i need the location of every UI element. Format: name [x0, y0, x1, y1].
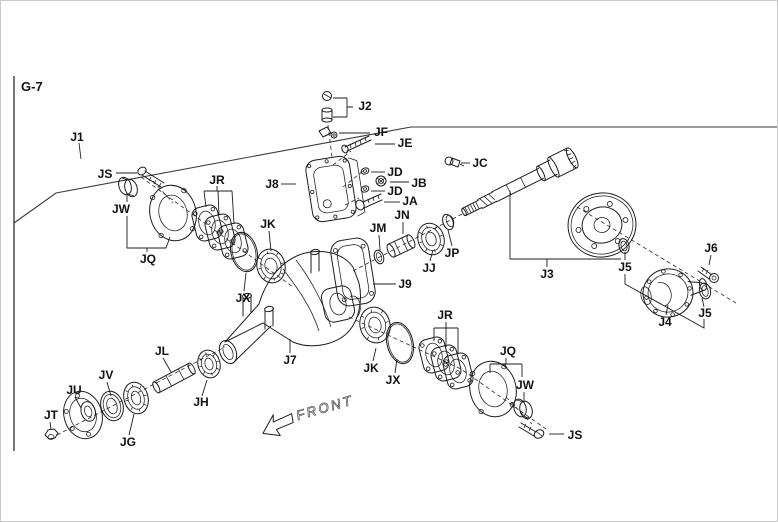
bolt-js-top-left-drawing [137, 166, 165, 188]
part-label-jd-lower: JD [387, 184, 403, 198]
cover-gasket-drawing [330, 237, 376, 307]
bolt-js-right-drawing [518, 422, 545, 439]
part-label-jn: JN [394, 208, 409, 222]
front-direction-arrow: FRONT [262, 392, 356, 437]
part-label-jk-left: JK [260, 217, 276, 231]
retainer-jq-top-left-drawing [149, 184, 197, 242]
part-label-jq-top-left: JQ [140, 252, 156, 266]
part-label-jh: JH [193, 395, 208, 409]
bearing-jh-drawing [197, 349, 221, 379]
part-label-jt: JT [44, 408, 59, 422]
part-label-jl: JL [155, 344, 169, 358]
page-border [13, 76, 777, 451]
part-label-jx-right: JX [386, 373, 401, 387]
part-label-jr-right: JR [437, 308, 453, 322]
part-label-j5-left: J5 [618, 260, 632, 274]
stud-bolt-je-drawing [341, 135, 372, 154]
front-label: FRONT [294, 392, 355, 423]
part-label-jm: JM [370, 221, 387, 235]
bearing-jk-left-drawing [256, 248, 286, 284]
nut-jt-drawing [44, 428, 59, 440]
figure-code: G-7 [21, 79, 43, 94]
seal-jv-drawing [100, 390, 124, 422]
diff-case-drawing [640, 268, 708, 318]
pinion-shaft-drawing [461, 147, 579, 217]
part-label-j6: J6 [704, 241, 718, 255]
shim-j5-right-drawing [698, 282, 712, 300]
part-label-j8: J8 [265, 177, 279, 191]
part-label-jv: JV [99, 368, 114, 382]
seal-jw-top-left-drawing [118, 176, 138, 198]
bolt-j6-drawing [697, 266, 719, 283]
part-label-jc: JC [472, 156, 488, 170]
bolt-ja-drawing [355, 193, 383, 211]
part-label-ju: JU [66, 383, 81, 397]
part-label-j1: J1 [70, 130, 84, 144]
carrier-cover-drawing [305, 155, 366, 223]
part-label-js-top-left: JS [98, 167, 113, 181]
spacer-jp-drawing [442, 213, 455, 231]
bearing-jk-right-drawing [359, 306, 391, 344]
shim-pack-jr-top-left-drawing [191, 204, 249, 260]
part-label-jx-left: JX [236, 291, 251, 305]
filler-plug-drawing [321, 91, 333, 123]
part-label-jp: JP [445, 246, 460, 260]
bearing-jg-drawing [123, 381, 149, 415]
bearing-jj-drawing [417, 222, 445, 256]
washer-jd-lower-drawing [360, 185, 370, 193]
oring-jx-left-drawing [229, 231, 259, 273]
part-label-jw-top-left: JW [112, 202, 131, 216]
breather-fitting-drawing [318, 126, 338, 139]
part-label-j2: J2 [358, 99, 372, 113]
sensor-jc-drawing [444, 156, 465, 168]
part-label-jg: JG [120, 435, 136, 449]
shim-jm-drawing [373, 249, 385, 265]
part-label-j5-right: J5 [698, 306, 712, 320]
shim-pack-jr-right-drawing [418, 336, 474, 390]
part-label-j4: J4 [658, 315, 672, 329]
part-label-jd-upper: JD [387, 165, 403, 179]
part-label-j9: J9 [398, 277, 412, 291]
shim-j5-left-drawing [618, 238, 630, 254]
leader-lines [49, 97, 712, 436]
part-label-jr-top-left: JR [209, 173, 225, 187]
part-label-jb: JB [411, 176, 427, 190]
front-arrow-icon [262, 413, 294, 437]
spacer-jl-drawing [152, 362, 196, 394]
part-label-jf: JF [374, 125, 388, 139]
part-label-jq-right: JQ [500, 344, 516, 358]
part-label-j3: J3 [540, 267, 554, 281]
part-label-j7: J7 [283, 353, 297, 367]
spacer-jn-drawing [386, 234, 416, 258]
part-label-je: JE [398, 136, 413, 150]
part-label-jw-right: JW [516, 378, 535, 392]
part-label-ja: JA [402, 194, 418, 208]
oring-jx-right-drawing [385, 321, 415, 365]
ring-gear-drawing [567, 192, 637, 258]
part-label-js-right: JS [568, 428, 583, 442]
axle-housing-drawing [218, 248, 361, 365]
part-label-jj: JJ [422, 261, 435, 275]
part-label-jk-right: JK [363, 361, 379, 375]
retainer-jq-right-drawing [469, 360, 517, 418]
washer-jd-upper-drawing [360, 167, 370, 175]
seal-jw-right-drawing [513, 398, 533, 420]
nut-jb-drawing [375, 175, 387, 187]
